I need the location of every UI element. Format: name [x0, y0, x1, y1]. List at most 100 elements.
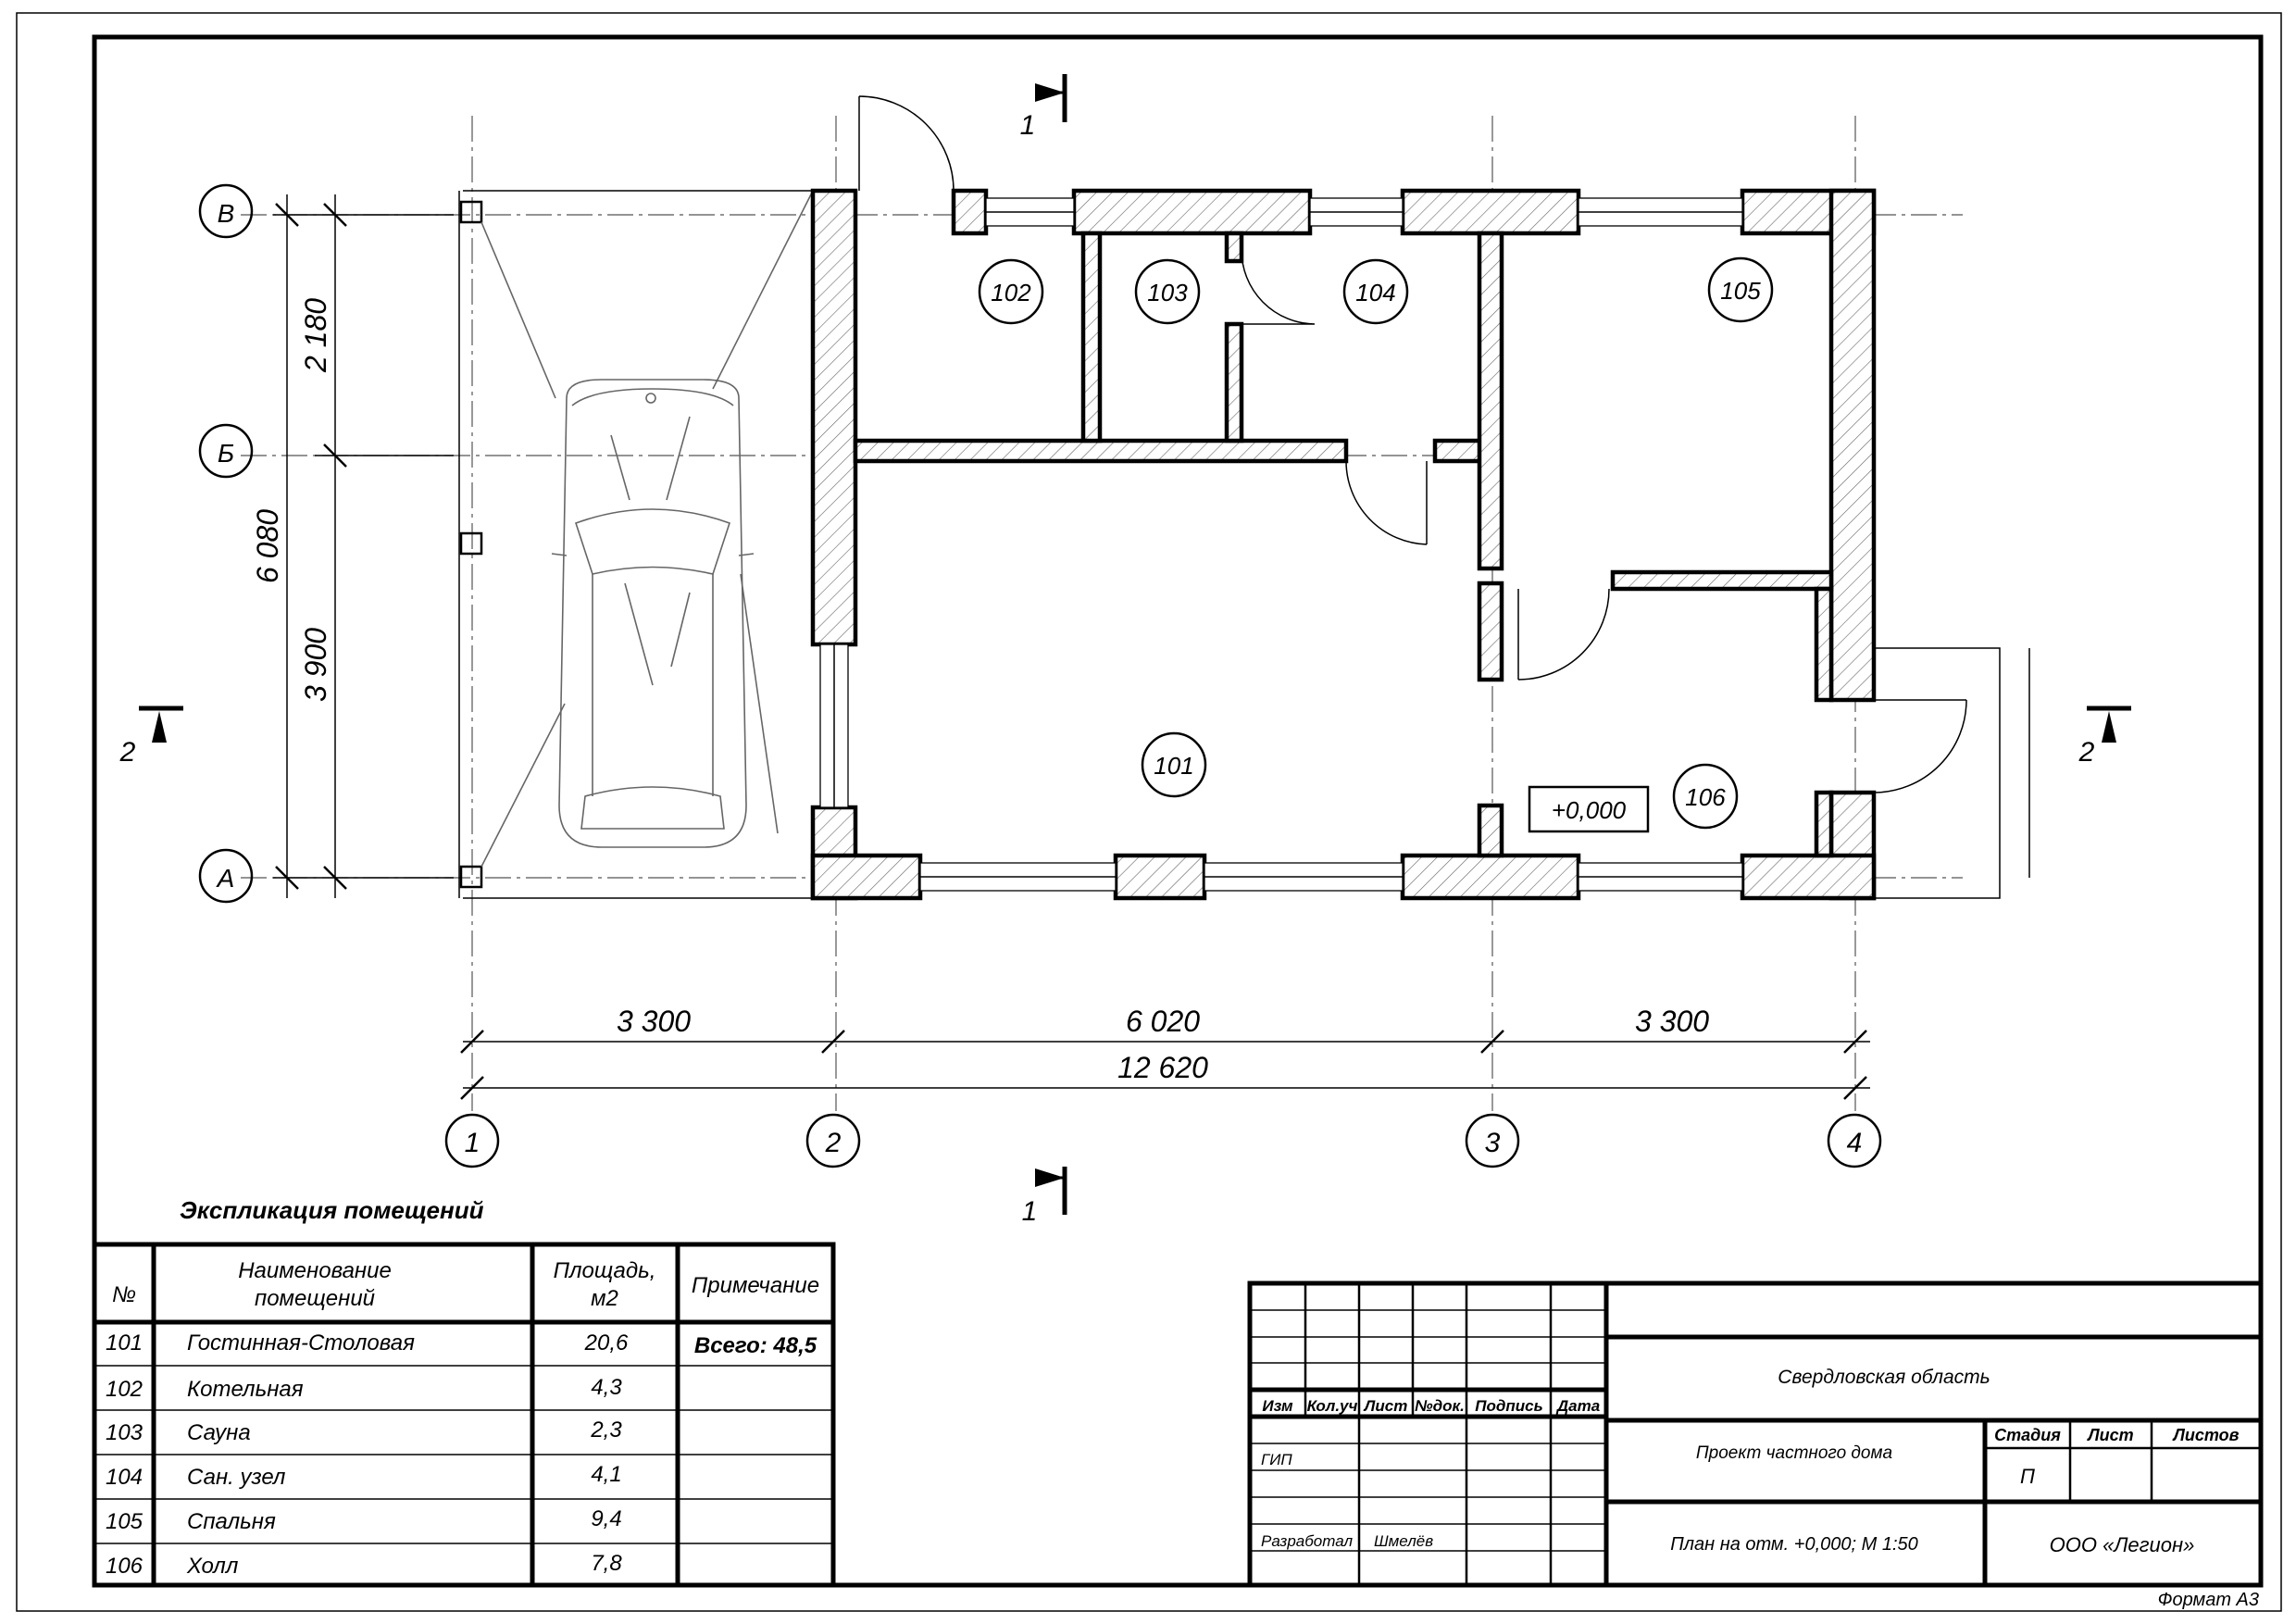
svg-text:4,1: 4,1	[591, 1462, 621, 1487]
table-row: 105 Спальня 9,4	[106, 1506, 622, 1534]
outer-sheet-border	[16, 12, 2282, 1612]
sheets-label: Листов	[2171, 1426, 2239, 1444]
col-data: Дата	[1555, 1397, 1600, 1415]
svg-text:2: 2	[2078, 737, 2095, 768]
section-mark-2-left: 2	[119, 706, 183, 768]
horizontal-dimensions: 3 300 6 020 3 300 12 620	[460, 1005, 1870, 1100]
region: Свердловская область	[1778, 1367, 1990, 1388]
table-row: 106 Холл 7,8	[106, 1551, 622, 1579]
svg-text:103: 103	[106, 1420, 144, 1445]
sheet-title: План на отм. +0,000; М 1:50	[1670, 1534, 1918, 1555]
axis-bubble-b: Б	[198, 423, 254, 479]
svg-text:7,8: 7,8	[591, 1551, 622, 1576]
svg-text:101: 101	[1154, 752, 1193, 780]
svg-text:Котельная: Котельная	[187, 1377, 304, 1402]
house-walls	[810, 188, 1877, 901]
svg-text:Сан. узел: Сан. узел	[187, 1465, 286, 1490]
table-row: 104 Сан. узел 4,1	[106, 1462, 622, 1490]
svg-text:105: 105	[106, 1509, 144, 1534]
svg-text:4: 4	[1847, 1128, 1863, 1158]
section-mark-2-right: 2	[2078, 706, 2131, 768]
svg-text:Сауна: Сауна	[187, 1420, 251, 1445]
dim-3900: 3 900	[299, 628, 332, 702]
room-tag-105: 105	[1707, 256, 1774, 323]
svg-text:20,6: 20,6	[584, 1330, 629, 1355]
svg-text:2,3: 2,3	[590, 1418, 622, 1443]
format-label: Формат А3	[2158, 1590, 2259, 1610]
svg-text:104: 104	[1355, 279, 1395, 306]
total-area-note: Всего: 48,5	[694, 1333, 817, 1358]
axis-bubble-v: В	[198, 183, 254, 239]
svg-text:4,3: 4,3	[591, 1375, 622, 1400]
svg-text:3: 3	[1485, 1128, 1501, 1158]
svg-text:2: 2	[825, 1128, 842, 1158]
dim-6020: 6 020	[1126, 1005, 1200, 1038]
company: ООО «Легион»	[2050, 1533, 2195, 1556]
svg-text:Холл: Холл	[186, 1554, 239, 1579]
axis-bubble-2: 2	[805, 1113, 861, 1168]
svg-text:1: 1	[465, 1128, 480, 1158]
col-koluch: Кол.уч	[1307, 1397, 1358, 1415]
table-row: 103 Сауна 2,3	[106, 1418, 622, 1445]
svg-text:В: В	[218, 199, 235, 228]
col-podpis: Подпись	[1475, 1397, 1542, 1415]
car-icon	[551, 379, 755, 848]
windows	[819, 197, 1743, 892]
col-izm: Изм	[1262, 1397, 1293, 1415]
room-tag-101: 101	[1141, 731, 1207, 798]
room-tag-106: 106	[1672, 763, 1739, 830]
dim-3300-left: 3 300	[617, 1005, 691, 1038]
svg-text:Спальня: Спальня	[187, 1509, 276, 1534]
section-mark-1-bottom: 1	[1022, 1167, 1067, 1227]
svg-text:9,4: 9,4	[591, 1506, 621, 1531]
svg-text:103: 103	[1147, 279, 1188, 306]
header-note: Примечание	[692, 1273, 819, 1298]
svg-text:106: 106	[1685, 783, 1726, 811]
explication-title: Экспликация помещений	[180, 1196, 484, 1224]
axis-bubble-4: 4	[1827, 1113, 1882, 1168]
dim-6080: 6 080	[251, 509, 284, 583]
svg-text:1: 1	[1020, 110, 1036, 141]
svg-text:101: 101	[106, 1330, 143, 1355]
room-tag-103: 103	[1134, 258, 1201, 325]
explication-rows: 101 Гостинная-Столовая 20,6 Всего: 48,5 …	[106, 1330, 817, 1579]
vertical-dimensions: 2 180 3 900 6 080	[251, 194, 454, 898]
section-mark-1-top: 1	[1020, 74, 1067, 141]
svg-text:102: 102	[991, 279, 1031, 306]
header-num: №	[112, 1282, 136, 1307]
svg-text:Гостинная-Столовая: Гостинная-Столовая	[187, 1330, 415, 1355]
svg-text:106: 106	[106, 1554, 144, 1579]
svg-text:105: 105	[1720, 277, 1761, 305]
developer-name: Шмелёв	[1374, 1532, 1433, 1550]
table-row: 101 Гостинная-Столовая 20,6 Всего: 48,5	[106, 1330, 817, 1358]
svg-text:1: 1	[1022, 1196, 1038, 1227]
sheet-label: Лист	[2086, 1426, 2133, 1444]
axis-bubble-a: А	[198, 848, 254, 904]
project-title: Проект частного дома	[1696, 1443, 1892, 1463]
col-ndok: №док.	[1415, 1397, 1465, 1415]
col-list: Лист	[1363, 1397, 1408, 1415]
stage-value: П	[2020, 1465, 2035, 1488]
developed-label: Разработал	[1261, 1532, 1353, 1550]
svg-text:104: 104	[106, 1465, 143, 1490]
room-tag-102: 102	[978, 258, 1044, 325]
axis-bubble-1: 1	[444, 1113, 500, 1168]
title-block	[1247, 1280, 2264, 1588]
table-row: 102 Котельная 4,3	[106, 1375, 622, 1402]
svg-text:Б: Б	[218, 439, 234, 468]
drawing-frame	[92, 34, 2264, 1588]
dim-2180: 2 180	[299, 298, 332, 373]
header-area: Площадь,м2	[554, 1258, 656, 1311]
title-block-text: Изм Кол.уч Лист №док. Подпись Дата ГИП Р…	[1261, 1367, 2240, 1556]
svg-text:102: 102	[106, 1377, 143, 1402]
stage-label: Стадия	[1994, 1426, 2061, 1444]
svg-text:2: 2	[119, 737, 136, 768]
carport	[458, 190, 814, 899]
gip-label: ГИП	[1261, 1451, 1292, 1468]
level-mark: +0,000	[1528, 785, 1650, 833]
dim-3300-right: 3 300	[1635, 1005, 1709, 1038]
axis-bubble-3: 3	[1465, 1113, 1520, 1168]
